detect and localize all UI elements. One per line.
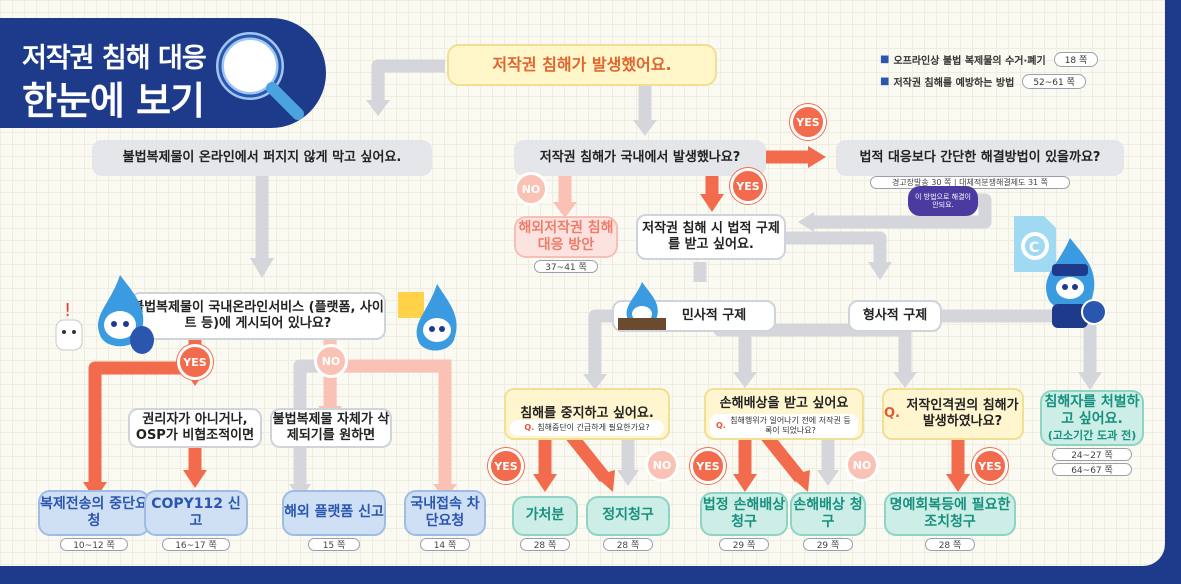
q-simple: 법적 대응보다 간단한 해결방법이 있을까요? (836, 140, 1124, 176)
speech-bubble-text: 이 방법으로 해결이 안되요. (915, 192, 971, 209)
overseas-text: 해외저작권 침해 대응 방안 (518, 219, 614, 254)
no-badge-service: NO (314, 344, 348, 378)
q-stop-sub-mark: Q. (524, 423, 535, 432)
result-page: 16~17 쪽 (162, 538, 230, 551)
mascot-police-icon (1046, 238, 1107, 328)
yes-badge-service: YES (177, 344, 213, 380)
mascot-flame-left-icon (98, 275, 154, 354)
no-badge-stop: NO (645, 448, 679, 482)
q-online-service: 불법복제물이 국내온라인서비스 (플랫폼, 사이트 등)에 게시되어 있나요? (130, 292, 386, 340)
q-moral-mark: Q. (884, 405, 900, 421)
result-injunction[interactable]: 가처분 (512, 496, 578, 536)
title-line2: 한눈에 보기 (22, 79, 205, 123)
civil-text: 민사적 구제 (681, 307, 747, 323)
info-page: 18 쪽 (1053, 52, 1099, 67)
punish-page-2: 64~67 쪽 (1052, 463, 1132, 476)
q-stop-text: 침해를 중지하고 싶어요. (520, 405, 654, 421)
result-block-access[interactable]: 국내접속 차단요청 (404, 490, 486, 536)
result-honor-restore[interactable]: 명예회복등에 필요한 조치청구 (884, 492, 1016, 536)
bullet-icon: ■ (880, 76, 890, 87)
q-damages-text: 손해배상을 받고 싶어요 (719, 396, 849, 411)
result-page: 14 쪽 (420, 538, 470, 551)
result-overseas-platform[interactable]: 해외 플랫폼 신고 (282, 490, 386, 536)
q-not-owner-text: 권리자가 아니거나, OSP가 비협조적이면 (135, 411, 255, 443)
criminal-text: 형사적 구제 (862, 307, 928, 323)
yes-badge-damages: YES (690, 448, 726, 484)
q-stop-sub: Q.침해중단이 긴급하게 필요한가요? (510, 420, 664, 436)
result-page: 29 쪽 (803, 538, 853, 551)
flowchart-board: 저작권 침해 대응 한눈에 보기 저작권 침해가 발생했어요. ■ 오프라인상 … (0, 0, 1165, 566)
result-page: 10~12 쪽 (60, 538, 128, 551)
q-domestic: 저작권 침해가 국내에서 발생했나요? (514, 140, 766, 176)
svg-text:!: ! (64, 300, 71, 321)
q-moral-box: Q. 저작인격권의 침해가 발생하였나요? (882, 388, 1024, 440)
mascot-judge-icon (618, 282, 666, 330)
copyright-document-icon: C (1014, 216, 1056, 272)
magnifier-icon (216, 32, 304, 120)
result-label: 명예회복등에 필요한 조치청구 (889, 496, 1011, 531)
result-page: 28 쪽 (925, 538, 975, 551)
result-label: 가처분 (525, 507, 565, 524)
result-stop-transmission[interactable]: 복제전송의 중단요청 (38, 490, 150, 536)
q-simple-text: 법적 대응보다 간단한 해결방법이 있을까요? (859, 149, 1101, 165)
q-damages-sub-mark: Q. (716, 421, 726, 430)
q-stop-sub-text: 침해중단이 긴급하게 필요한가요? (537, 423, 650, 432)
title-line1: 저작권 침해 대응 (22, 43, 207, 74)
q-not-owner: 권리자가 아니거나, OSP가 비협조적이면 (128, 408, 262, 448)
svg-text:C: C (1029, 240, 1039, 256)
result-label: 손해배상 청구 (793, 496, 863, 531)
info-label: 저작권 침해를 예방하는 방법 (893, 78, 1015, 89)
flow-connectors (83, 59, 1102, 500)
criminal-box: 형사적 구제 (848, 300, 942, 332)
result-label: 정지청구 (602, 507, 654, 524)
speech-bubble: 이 방법으로 해결이 안되요. (908, 186, 978, 216)
result-label: COPY112 신고 (151, 495, 241, 530)
overseas-box[interactable]: 해외저작권 침해 대응 방안 (514, 216, 618, 258)
yes-badge-stop: YES (488, 448, 524, 484)
result-label: 해외 플랫폼 신고 (284, 504, 384, 521)
result-page: 28 쪽 (603, 538, 653, 551)
info-link-recall[interactable]: ■ 오프라인상 불법 복제물의 수거·폐기 18 쪽 (880, 52, 1099, 67)
result-statutory-damages[interactable]: 법정 손해배상청구 (700, 492, 788, 536)
result-page: 15 쪽 (308, 538, 360, 551)
result-label: 복제전송의 중단요청 (40, 495, 148, 530)
punish-title: 침해자를 처벌하고 싶어요. (1044, 393, 1140, 428)
q-domestic-text: 저작권 침해가 국내에서 발생했나요? (539, 149, 741, 165)
result-page: 29 쪽 (719, 538, 769, 551)
q-damages-sub: Q. 침해행위가 일어나기 전에 저작권 등록이 되었나요? (710, 414, 858, 438)
info-label: 오프라인상 불법 복제물의 수거·폐기 (893, 56, 1046, 67)
q-online-block-text: 불법복제물이 온라인에서 퍼지지 않게 막고 싶어요. (122, 149, 402, 165)
result-label: 국내접속 차단요청 (410, 495, 480, 530)
mascot-flame-middle-icon (398, 284, 457, 351)
result-stop-claim[interactable]: 정지청구 (586, 496, 670, 536)
yes-badge-domestic: YES (730, 168, 766, 204)
q-moral-text: 저작인격권의 침해가 발생하였나요? (906, 397, 1019, 429)
mascot-small-left-icon: ! (55, 300, 83, 351)
q-legal-text: 저작권 침해 시 법적 구제를 받고 싶어요. (642, 220, 780, 252)
q-online-service-text: 불법복제물이 국내온라인서비스 (플랫폼, 사이트 등)에 게시되어 있나요? (132, 299, 384, 331)
q-legal: 저작권 침해 시 법적 구제를 받고 싶어요. (636, 214, 786, 260)
q-delete-text: 불법복제물 자체가 삭제되기를 원하면 (272, 411, 390, 443)
overseas-page: 37~41 쪽 (534, 260, 598, 273)
no-badge-domestic: NO (514, 172, 548, 206)
q-delete: 불법복제물 자체가 삭제되기를 원하면 (270, 408, 392, 448)
result-damages-claim[interactable]: 손해배상 청구 (790, 492, 866, 536)
bullet-icon: ■ (880, 54, 890, 65)
yes-badge-simple: YES (790, 104, 826, 140)
punish-page-1: 24~27 쪽 (1052, 448, 1132, 461)
yes-badge-moral: YES (972, 448, 1008, 484)
result-page: 28 쪽 (520, 538, 570, 551)
start-text: 저작권 침해가 발생했어요. (492, 55, 672, 74)
info-link-prevent[interactable]: ■ 저작권 침해를 예방하는 방법 52~61 쪽 (880, 74, 1086, 89)
start-box: 저작권 침해가 발생했어요. (447, 44, 717, 86)
info-page: 52~61 쪽 (1022, 74, 1086, 89)
punish-box[interactable]: 침해자를 처벌하고 싶어요. (고소기간 도과 전) (1040, 390, 1144, 446)
result-copy112[interactable]: COPY112 신고 (144, 490, 248, 536)
q-online-block: 불법복제물이 온라인에서 퍼지지 않게 막고 싶어요. (92, 140, 432, 176)
result-label: 법정 손해배상청구 (702, 496, 786, 531)
title-panel: 저작권 침해 대응 한눈에 보기 (0, 18, 326, 128)
q-damages-sub-text: 침해행위가 일어나기 전에 저작권 등록이 되었나요? (730, 416, 851, 435)
punish-sub: (고소기간 도과 전) (1047, 428, 1137, 442)
no-badge-damages: NO (845, 448, 879, 482)
